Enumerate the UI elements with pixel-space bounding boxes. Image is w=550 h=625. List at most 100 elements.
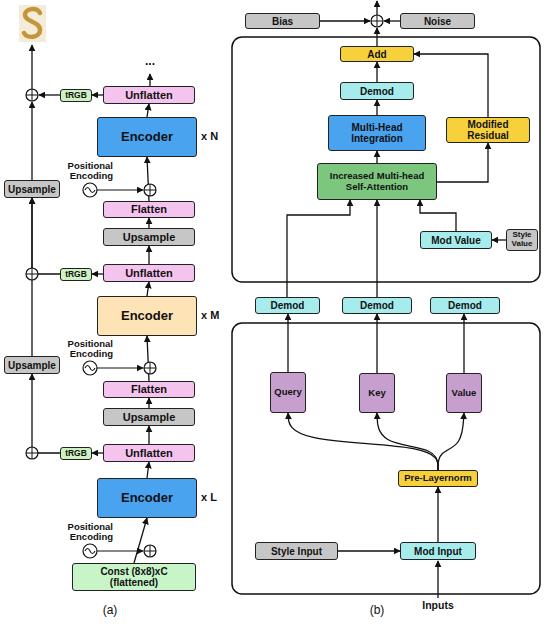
connector-arrow	[438, 413, 464, 470]
sine-symbol	[83, 183, 97, 197]
node-text: Pre-Layernorm	[404, 473, 472, 483]
node-text: tRGB	[65, 270, 87, 279]
demod-box: Demod	[255, 297, 320, 314]
node-text: Encoder	[121, 130, 173, 144]
sine-symbol	[85, 366, 95, 371]
connector-arrow	[147, 104, 149, 117]
node-text: Const (8x8)xC (flattened)	[75, 566, 193, 588]
unflatten-box: Unflatten	[103, 86, 195, 104]
node-text: Add	[367, 49, 386, 60]
sine-symbol	[83, 361, 97, 375]
positional-encoding-label: Positional Encoding	[53, 522, 113, 543]
node-text: Modified Residual	[449, 119, 527, 141]
connector-arrow	[148, 218, 149, 228]
node-text: Value	[452, 388, 477, 398]
connector-arrow	[287, 200, 350, 297]
sum-symbol	[144, 184, 156, 196]
node-text: Mod Value	[431, 235, 480, 246]
continue-wire	[149, 74, 150, 86]
node-text: Multi-Head Integration	[331, 122, 423, 144]
connector-arrow	[376, 200, 377, 297]
attention-frame	[232, 37, 540, 282]
const-input-box: Const (8x8)xC (flattened)	[72, 563, 196, 591]
connector-arrow	[414, 54, 488, 117]
node-text: Encoder	[121, 309, 173, 323]
sum-symbol	[26, 89, 38, 101]
node-text: Upsample	[123, 411, 176, 423]
node-text: Upsample	[123, 231, 176, 243]
demod-box: Demod	[340, 82, 414, 100]
layernorm-box: Pre-Layernorm	[398, 470, 478, 487]
connector-arrow	[376, 151, 377, 163]
connector-arrow	[92, 273, 103, 274]
encoding-wire	[97, 550, 143, 551]
node-text: Query	[274, 387, 301, 397]
connector-arrow	[376, 100, 377, 115]
query-box: Query	[270, 372, 306, 413]
sum-symbol	[26, 447, 38, 459]
style-value-box: Style Value	[506, 229, 538, 251]
connector-arrow	[437, 487, 438, 542]
connector-arrow	[32, 198, 60, 274]
node-text: Upsample	[8, 360, 56, 371]
sum-symbol	[144, 362, 156, 374]
encoder-block: Encoder	[97, 478, 197, 518]
connector-arrow	[92, 452, 103, 453]
node-text: Key	[368, 388, 385, 398]
connector-arrow	[147, 462, 149, 478]
node-text: Demod	[448, 300, 482, 311]
node-text: Upsample	[8, 184, 56, 195]
node-text: Encoder	[121, 491, 173, 505]
mod-input-box: Mod Input	[400, 542, 476, 560]
connector-arrow	[147, 336, 149, 381]
key-box: Key	[359, 373, 395, 413]
flatten-box: Flatten	[103, 201, 195, 218]
node-text: Flatten	[131, 203, 167, 215]
output-wire	[31, 45, 32, 89]
integration-box: Multi-Head Integration	[328, 115, 426, 151]
upsample-box: Upsample	[103, 228, 195, 246]
node-text: Mod Input	[414, 546, 462, 557]
projection-frame	[232, 323, 540, 594]
node-text: Demod	[360, 86, 394, 97]
bias-wire	[320, 20, 370, 21]
mod-value-box: Mod Value	[420, 231, 492, 249]
connector-arrow	[148, 398, 149, 408]
add-box: Add	[340, 46, 414, 62]
encoder-block: Encoder	[97, 296, 197, 336]
sum-symbol	[371, 15, 383, 27]
rgb-wire	[39, 94, 60, 95]
demod-box: Demod	[342, 297, 412, 314]
connector-arrow	[147, 282, 149, 296]
node-text: Demod	[360, 300, 394, 311]
upsample-box: Upsample	[4, 356, 60, 374]
encoding-wire	[97, 367, 143, 368]
connector-arrow	[377, 413, 438, 470]
encoder-block: Encoder	[97, 117, 197, 157]
connector-arrow	[148, 426, 149, 444]
connector-arrow	[420, 200, 456, 231]
noise-wire	[384, 20, 400, 21]
node-text: Bias	[272, 16, 293, 27]
connector-arrow	[287, 314, 288, 372]
connector-arrow	[338, 550, 400, 551]
upsample-box: Upsample	[4, 180, 60, 198]
sum-symbol	[26, 89, 38, 101]
connector-arrow	[32, 374, 60, 453]
connector-arrow	[288, 413, 438, 470]
bias-box: Bias	[245, 13, 320, 29]
input-label: Inputs	[408, 600, 468, 612]
value-box: Value	[446, 373, 482, 413]
input-wire	[437, 561, 438, 598]
sum-symbol	[144, 545, 156, 557]
node-text: Unflatten	[125, 89, 173, 101]
noise-box: Noise	[400, 13, 475, 29]
sum-symbol	[144, 545, 156, 557]
node-text: Noise	[424, 16, 451, 27]
sum-wire	[376, 28, 377, 46]
connector-arrow	[148, 246, 149, 264]
skip-wire	[31, 102, 32, 180]
upsample-box: Upsample	[103, 408, 195, 426]
connector-arrow	[134, 518, 147, 563]
